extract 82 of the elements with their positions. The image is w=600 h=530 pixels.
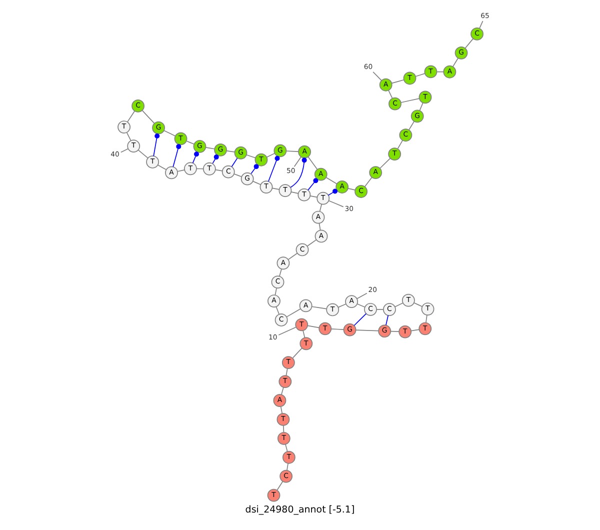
connector bbox=[292, 348, 302, 358]
connector bbox=[288, 252, 298, 260]
connector bbox=[464, 38, 474, 49]
connector bbox=[318, 223, 321, 231]
connector bbox=[356, 292, 368, 300]
connector bbox=[380, 158, 391, 169]
connector bbox=[234, 174, 242, 178]
connector bbox=[386, 314, 389, 326]
connector bbox=[186, 140, 195, 145]
connector bbox=[400, 98, 420, 103]
connector bbox=[212, 154, 219, 164]
connector bbox=[330, 328, 344, 330]
connector bbox=[355, 330, 379, 332]
connector bbox=[391, 79, 404, 84]
connector bbox=[408, 121, 415, 130]
connector bbox=[308, 156, 318, 170]
connector bbox=[226, 150, 236, 152]
connector bbox=[452, 58, 458, 68]
connector bbox=[127, 110, 136, 122]
connector bbox=[172, 144, 182, 168]
connector bbox=[302, 330, 306, 338]
connector bbox=[307, 325, 320, 328]
connector bbox=[479, 20, 484, 29]
connector bbox=[278, 326, 296, 336]
connector bbox=[290, 158, 307, 188]
connector bbox=[231, 158, 238, 168]
connector bbox=[205, 147, 215, 150]
connector bbox=[328, 200, 344, 208]
connector bbox=[372, 72, 382, 81]
connector bbox=[266, 152, 276, 158]
connector bbox=[126, 132, 132, 141]
diagram-title: dsi_24980_annot [-5.1] bbox=[245, 504, 355, 516]
connector bbox=[415, 73, 426, 77]
connector bbox=[272, 188, 280, 190]
connector bbox=[164, 130, 176, 136]
connector bbox=[354, 313, 367, 326]
connector bbox=[294, 156, 302, 168]
connector bbox=[246, 154, 256, 158]
connector bbox=[326, 177, 338, 184]
connector bbox=[348, 188, 356, 191]
connector bbox=[276, 306, 280, 314]
connector bbox=[286, 150, 299, 152]
connector bbox=[142, 110, 155, 124]
connector bbox=[285, 444, 288, 452]
connector bbox=[376, 309, 384, 310]
connector bbox=[356, 303, 366, 308]
connector bbox=[177, 170, 185, 172]
connector bbox=[286, 308, 301, 318]
connector bbox=[274, 288, 277, 296]
connector bbox=[286, 368, 288, 376]
connector bbox=[280, 406, 283, 414]
connector bbox=[120, 148, 129, 153]
connector bbox=[307, 239, 317, 246]
connector bbox=[138, 150, 148, 158]
connector bbox=[411, 329, 420, 332]
connector bbox=[283, 425, 284, 432]
connector bbox=[419, 102, 424, 111]
connector bbox=[268, 156, 280, 182]
connector bbox=[250, 164, 259, 174]
connector bbox=[192, 152, 199, 164]
connector bbox=[279, 268, 282, 276]
connector bbox=[290, 191, 299, 194]
connector bbox=[397, 140, 403, 149]
connector bbox=[364, 177, 372, 188]
connector bbox=[157, 164, 166, 170]
connector bbox=[286, 463, 288, 471]
connector bbox=[426, 314, 428, 323]
connector bbox=[281, 387, 284, 395]
connector bbox=[328, 188, 338, 196]
connector bbox=[394, 302, 404, 308]
connector bbox=[319, 204, 322, 212]
connector bbox=[215, 169, 223, 172]
connector bbox=[308, 178, 318, 190]
connector bbox=[338, 304, 346, 308]
connector bbox=[388, 90, 393, 99]
connector bbox=[310, 196, 318, 198]
connector bbox=[312, 306, 327, 310]
connector bbox=[252, 180, 262, 186]
connector bbox=[414, 302, 422, 307]
connector bbox=[276, 481, 284, 491]
connector bbox=[153, 133, 160, 156]
connector bbox=[390, 330, 400, 332]
